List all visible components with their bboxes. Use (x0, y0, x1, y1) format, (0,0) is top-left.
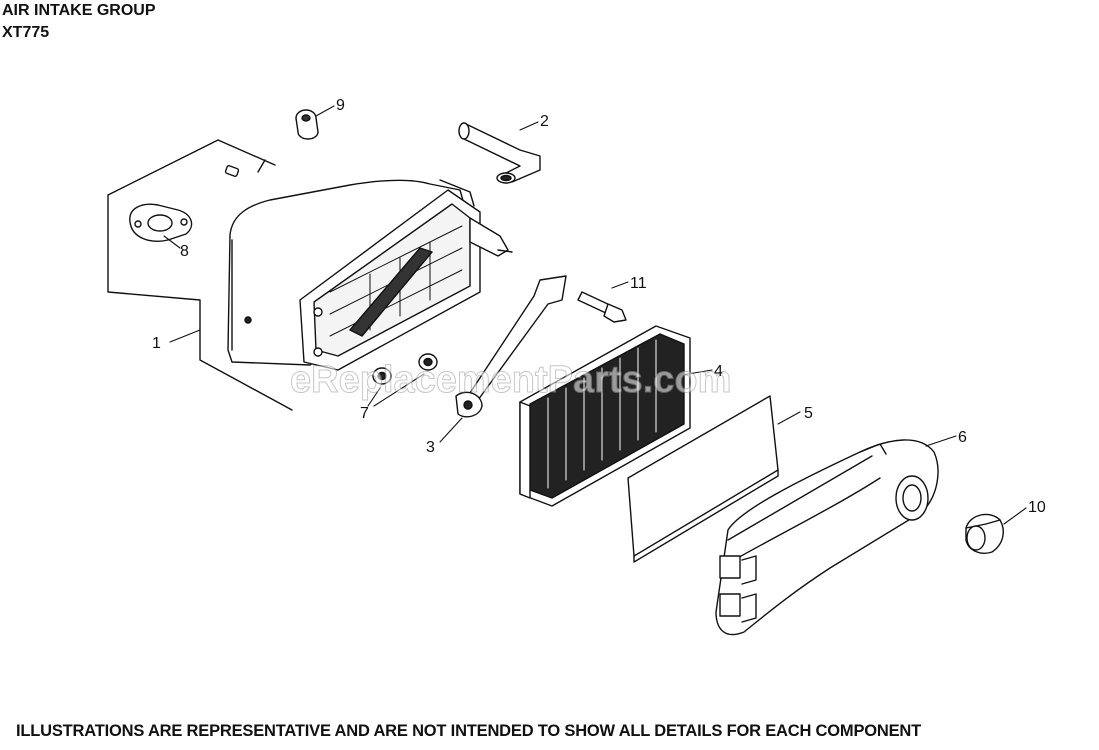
leader-line-9 (315, 105, 335, 117)
part-3-bracket-rod (455, 275, 567, 418)
callout-8: 8 (180, 243, 189, 260)
watermark: eReplacementParts.com (290, 359, 731, 401)
callout-7: 7 (360, 405, 369, 422)
part-2-breather-tube (458, 122, 541, 184)
callout-9: 9 (336, 97, 345, 114)
leader-line-2 (519, 121, 539, 131)
part-6-air-cleaner-cover (715, 439, 939, 636)
callout-6: 6 (958, 429, 967, 446)
leader-line-8 (163, 235, 181, 249)
leader-line-1 (169, 329, 201, 343)
leader-line-3 (439, 417, 463, 443)
leader-line-7b (373, 373, 425, 407)
part-pin (224, 165, 240, 177)
part-5-pre-cleaner (627, 395, 779, 563)
callout-3: 3 (426, 439, 435, 456)
callout-10: 10 (1028, 499, 1046, 516)
callout-5: 5 (804, 405, 813, 422)
leader-line-10 (1003, 507, 1027, 525)
leader-line-11 (611, 281, 629, 289)
bracket-tick (257, 159, 266, 173)
diagram-title: AIR INTAKE GROUP (2, 2, 156, 19)
part-8-gasket (129, 203, 193, 242)
part-7-nut (418, 353, 438, 371)
part-7-nut (372, 367, 392, 385)
model-number: XT775 (2, 24, 50, 41)
part-9-bushing (295, 109, 319, 140)
part-1-air-cleaner-base (227, 179, 513, 371)
callout-4: 4 (714, 363, 723, 380)
leader-line-6 (925, 435, 957, 447)
callout-1: 1 (152, 335, 161, 352)
part-11-bolt (577, 291, 627, 323)
callout-11: 11 (630, 275, 647, 292)
assembly-bracket-outline (107, 139, 293, 411)
callout-2: 2 (540, 113, 549, 130)
disclaimer-footer: ILLUSTRATIONS ARE REPRESENTATIVE AND ARE… (16, 722, 922, 740)
leader-line-4 (675, 369, 713, 377)
part-10-knob (965, 513, 1004, 554)
leader-line-7a (367, 387, 381, 407)
part-4-air-filter-element (519, 325, 691, 507)
leader-line-5 (777, 411, 801, 425)
